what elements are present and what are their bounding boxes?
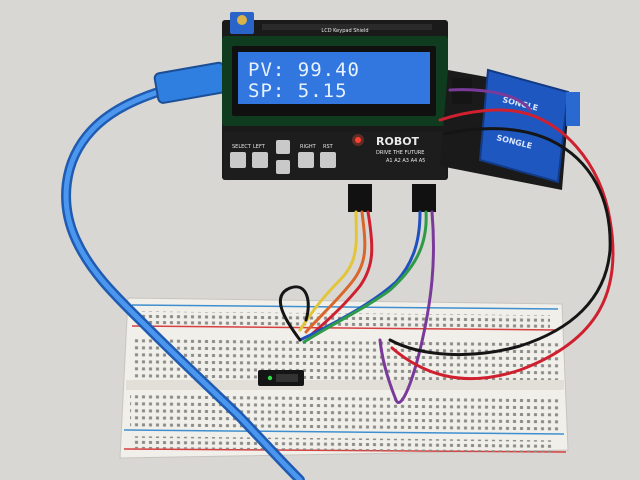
wire-red-b bbox=[390, 108, 615, 381]
power-led bbox=[355, 137, 361, 143]
rail-blue-bottom bbox=[123, 429, 565, 435]
wire-green bbox=[302, 210, 428, 344]
ic-chip bbox=[258, 370, 304, 386]
shield-title: LCD Keypad Shield bbox=[321, 28, 368, 34]
lcd-screen bbox=[238, 52, 430, 104]
shield-brand: ROBOT bbox=[376, 135, 420, 148]
right-button bbox=[298, 152, 314, 168]
wire-black-b bbox=[278, 285, 310, 342]
breadboard bbox=[119, 297, 569, 459]
rst-label: RST bbox=[323, 144, 334, 150]
left-label: LEFT bbox=[253, 144, 266, 150]
left-button bbox=[252, 152, 268, 168]
right-label: RIGHT bbox=[300, 144, 317, 150]
shield-slogan: DRIVE THE FUTURE bbox=[376, 150, 424, 156]
lcd-keypad-shield: LCD Keypad Shield PV: 99.40 SP: 5.15 SEL… bbox=[222, 12, 448, 212]
select-label: SELECT bbox=[232, 144, 252, 150]
down-button bbox=[276, 160, 290, 174]
rst-button bbox=[320, 152, 336, 168]
wire-yellow bbox=[298, 210, 358, 332]
wire-purple bbox=[378, 210, 435, 404]
wire-orange bbox=[304, 210, 367, 334]
select-button bbox=[230, 152, 246, 168]
header-connector-right bbox=[412, 184, 436, 212]
jumper-wires bbox=[278, 88, 615, 404]
header-connector-left bbox=[348, 184, 372, 212]
wire-red-a bbox=[310, 210, 374, 336]
rail-blue-top bbox=[131, 304, 559, 310]
lcd-line-1: PV: 99.40 bbox=[248, 59, 360, 81]
wire-purple-relay bbox=[448, 88, 532, 112]
usb-cable bbox=[61, 61, 305, 480]
lcd-line-2: SP: 5.15 bbox=[248, 80, 348, 102]
keypad-buttons bbox=[230, 140, 336, 174]
relay-terminal-block bbox=[566, 92, 580, 126]
up-button bbox=[276, 140, 290, 154]
rail-red-top bbox=[131, 325, 559, 331]
analog-pin-labels: A1 A2 A3 A4 A5 bbox=[386, 158, 425, 164]
wire-black-a bbox=[388, 127, 612, 357]
